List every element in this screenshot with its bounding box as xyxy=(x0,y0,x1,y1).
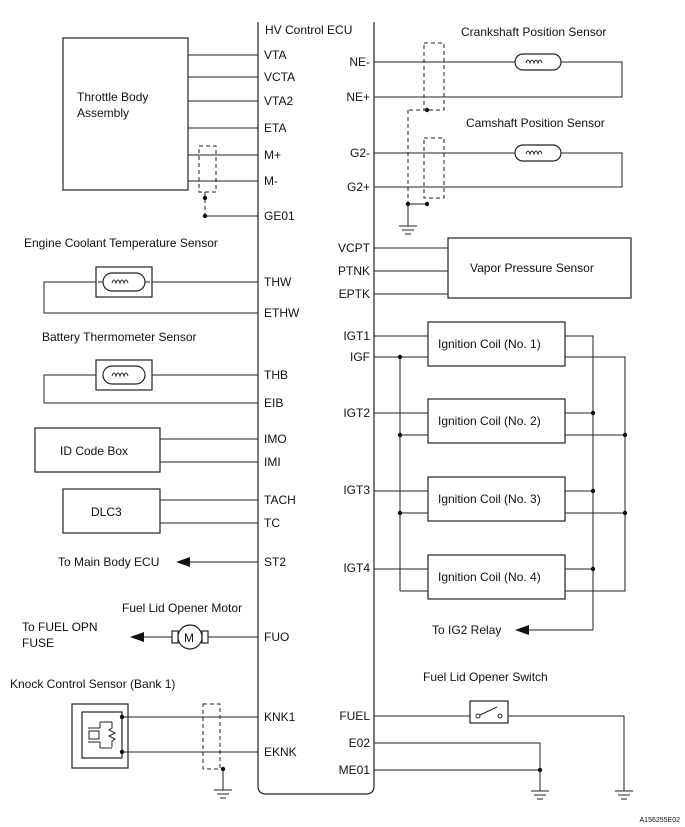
pin-label: VCTA xyxy=(264,70,295,84)
ignition-coil-1 xyxy=(427,321,566,367)
pin-label: TACH xyxy=(264,493,296,507)
ground-icon xyxy=(399,225,417,235)
pin-label: IMI xyxy=(264,455,281,469)
fuel-switch-box xyxy=(469,700,509,724)
ignition-coils: Ignition Coil (No. 1) Ignition Coil (No.… xyxy=(427,321,566,600)
arrow-left-icon xyxy=(176,557,190,567)
main-body-ecu-label: To Main Body ECU xyxy=(58,555,159,569)
pin-label: GE01 xyxy=(264,209,295,223)
id-code-box xyxy=(34,427,161,473)
pin-label: EPTK xyxy=(339,287,370,301)
pin-label: THB xyxy=(264,368,288,382)
fuel-fuse-label-1: To FUEL OPN xyxy=(22,620,98,634)
motor-shield xyxy=(198,145,217,193)
fuel-motor-label: Fuel Lid Opener Motor xyxy=(122,601,242,615)
arrow-left-icon xyxy=(130,632,144,642)
pin-label: IMO xyxy=(264,432,287,446)
dlc3-label: DLC3 xyxy=(91,505,122,519)
pin-label: IGT2 xyxy=(343,406,370,420)
arrow-left-icon xyxy=(515,625,529,635)
pin-label: IGT1 xyxy=(343,329,370,343)
ecu-title: HV Control ECU xyxy=(265,23,352,37)
pin-label: NE- xyxy=(349,55,370,69)
pin-label: FUO xyxy=(264,630,289,644)
dlc3-box xyxy=(62,488,161,534)
crank-shield xyxy=(423,42,445,111)
ect-sensor-label: Engine Coolant Temperature Sensor xyxy=(24,236,218,250)
coil-label: Ignition Coil (No. 4) xyxy=(438,570,541,584)
throttle-body-box xyxy=(62,37,189,191)
ignition-coil-2 xyxy=(427,398,566,444)
pin-label: IGT3 xyxy=(343,483,370,497)
knock-sensor-inner xyxy=(81,711,123,759)
ground-icon xyxy=(615,790,633,800)
ig2-relay-label: To IG2 Relay xyxy=(432,623,501,637)
pin-label: ETA xyxy=(264,121,286,135)
pin-label: NE+ xyxy=(346,90,370,104)
ignition-coil-3 xyxy=(427,476,566,522)
ignition-coil-4 xyxy=(427,554,566,600)
throttle-body-label-1: Throttle Body xyxy=(77,90,148,104)
throttle-body-label-2: Assembly xyxy=(77,106,129,120)
throttle-wires xyxy=(188,54,258,182)
knock-sensor-label: Knock Control Sensor (Bank 1) xyxy=(10,677,175,691)
cam-shield xyxy=(423,137,445,199)
pin-label: G2+ xyxy=(347,180,370,194)
pin-label: KNK1 xyxy=(264,710,296,724)
motor-terminal-right xyxy=(201,630,209,644)
ground-icon xyxy=(531,790,549,800)
pin-label: VCPT xyxy=(338,241,371,255)
pin-label: ST2 xyxy=(264,555,286,569)
pin-label: VTA2 xyxy=(264,94,293,108)
knock-shield xyxy=(202,703,221,770)
pin-label: E02 xyxy=(349,736,371,750)
ground-icon xyxy=(214,789,232,799)
pin-label: M+ xyxy=(264,148,281,162)
pin-label: IGF xyxy=(350,350,370,364)
pin-label: VTA xyxy=(264,48,286,62)
vapor-sensor-box xyxy=(447,237,632,299)
coil-label: Ignition Coil (No. 2) xyxy=(438,414,541,428)
cam-sensor-label: Camshaft Position Sensor xyxy=(466,116,605,130)
fuel-fuse-label-2: FUSE xyxy=(22,636,54,650)
pin-label: PTNK xyxy=(338,264,370,278)
fuel-switch-label: Fuel Lid Opener Switch xyxy=(423,670,548,684)
motor-symbol: M xyxy=(184,631,194,645)
pin-label: IGT4 xyxy=(343,561,370,575)
coil-label: Ignition Coil (No. 1) xyxy=(438,337,541,351)
battery-sensor-label: Battery Thermometer Sensor xyxy=(42,330,197,344)
vapor-sensor-label: Vapor Pressure Sensor xyxy=(470,261,594,275)
ecu-body xyxy=(257,22,375,795)
pin-label: FUEL xyxy=(339,709,370,723)
id-code-label: ID Code Box xyxy=(60,444,128,458)
figure-id: A156255E02 xyxy=(640,817,681,824)
pin-label: TC xyxy=(264,516,280,530)
ecu-left-pins: VTA VCTA VTA2 ETA M+ M- GE01 THW ETHW TH… xyxy=(264,48,300,759)
pin-label: G2- xyxy=(350,146,370,160)
ecu-right-pins: NE- NE+ G2- G2+ VCPT PTNK EPTK IGT1 IGF … xyxy=(338,55,371,777)
pin-label: M- xyxy=(264,174,278,188)
pin-label: ETHW xyxy=(264,306,300,320)
coil-label: Ignition Coil (No. 3) xyxy=(438,492,541,506)
pin-label: EIB xyxy=(264,396,283,410)
pin-label: ME01 xyxy=(339,763,371,777)
pin-label: THW xyxy=(264,275,292,289)
pin-label: EKNK xyxy=(264,745,297,759)
motor-terminal-left xyxy=(171,630,179,644)
crank-sensor-label: Crankshaft Position Sensor xyxy=(461,25,606,39)
